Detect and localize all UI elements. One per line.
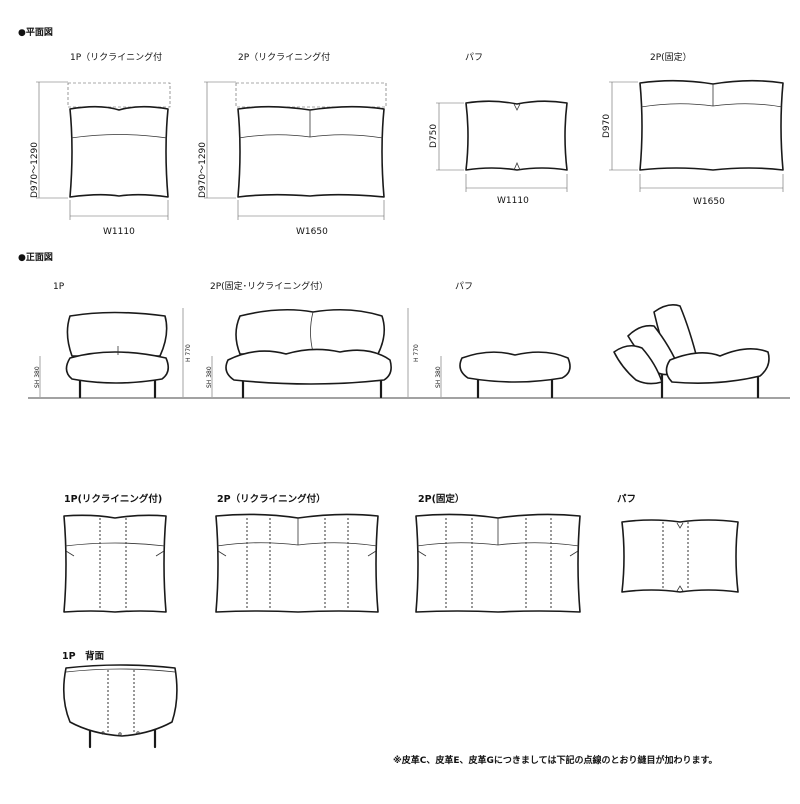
front-2p-label: 2P(固定･リクライニング付）: [210, 280, 328, 292]
plan-1p-outline: [69, 105, 169, 198]
seam-1p: 1P(リクライニング付): [63, 493, 167, 613]
front-1p-h: H 770: [185, 344, 192, 362]
seam-back-outline: [62, 664, 178, 737]
plan-pouf: パフ D750 W1110: [429, 52, 568, 206]
front-recline-side-view: [613, 304, 770, 399]
plan-pouf-width: W1110: [497, 196, 529, 206]
plan-1p-depth: D970～1290: [30, 142, 40, 198]
plan-2p-fixed: 2P(固定） D970 W1650: [602, 51, 784, 207]
seam-pouf-label: パフ: [617, 493, 636, 505]
plan-2p-label: 2P（リクライニング付: [238, 51, 330, 63]
plan-1p: 1P（リクライニング付 D970～1290 W1110: [30, 51, 171, 237]
plan-pouf-outline: [465, 100, 568, 171]
plan-2p-outline: [237, 105, 385, 198]
seam-back-label: 1P 背面: [62, 650, 105, 662]
recline-seat: [665, 348, 770, 384]
seam-2p-fixed: 2P(固定）: [415, 493, 581, 613]
front-2p-h: H 770: [413, 344, 420, 362]
plan-2p-fixed-label: 2P(固定）: [650, 51, 692, 63]
front-1p: 1P SH 380 H 770: [34, 282, 192, 399]
seam-1p-back: 1P 背面: [62, 650, 178, 749]
plan-1p-recline-extent: [67, 82, 171, 108]
plan-2p-fixed-depth: D970: [602, 114, 612, 138]
front-1p-sh: SH 380: [34, 366, 41, 388]
seam-2p-outline: [215, 513, 379, 613]
seam-1p-label: 1P(リクライニング付): [64, 493, 162, 505]
seam-pouf: パフ: [617, 493, 739, 593]
front-pouf: パフ SH 380: [435, 281, 571, 399]
plan-2p-depth: D970～1290: [198, 142, 208, 198]
front-pouf-sh: SH 380: [435, 366, 442, 388]
recline-back-low: [613, 344, 663, 385]
plan-2p-fixed-outline: [639, 79, 784, 171]
plan-2p-width: W1650: [296, 227, 328, 237]
leather-seam-note: ※皮革C、皮革E、皮革Gにつきましては下記の点線のとおり縫目が加わります。: [393, 754, 718, 766]
seam-pouf-outline: [621, 519, 739, 593]
plan-2p: 2P（リクライニング付 D970～1290 W1650: [198, 51, 387, 237]
plan-pouf-label: パフ: [465, 52, 483, 63]
plan-2p-fixed-width: W1650: [693, 197, 725, 207]
front-2p-seat: [225, 348, 392, 385]
section-title-front: ●正面図: [18, 252, 53, 263]
front-pouf-body: [459, 351, 571, 383]
front-2p-sh: SH 380: [206, 366, 213, 388]
front-pouf-label: パフ: [455, 281, 473, 292]
section-title-plan: ●平面図: [18, 27, 53, 38]
front-2p: 2P(固定･リクライニング付） SH 380 H 770: [206, 280, 420, 399]
front-1p-seat: [65, 351, 170, 384]
seam-1p-outline: [63, 514, 167, 613]
seam-2p-label: 2P（リクライニング付）: [217, 493, 326, 505]
plan-2p-recline-extent: [235, 82, 387, 108]
front-1p-back: [66, 311, 168, 357]
seam-2p: 2P（リクライニング付）: [215, 493, 379, 613]
seam-2p-fixed-label: 2P(固定）: [418, 493, 464, 505]
front-1p-label: 1P: [53, 282, 65, 292]
plan-pouf-depth: D750: [429, 124, 439, 148]
plan-1p-width: W1110: [103, 227, 135, 237]
plan-1p-label: 1P（リクライニング付: [70, 51, 162, 63]
